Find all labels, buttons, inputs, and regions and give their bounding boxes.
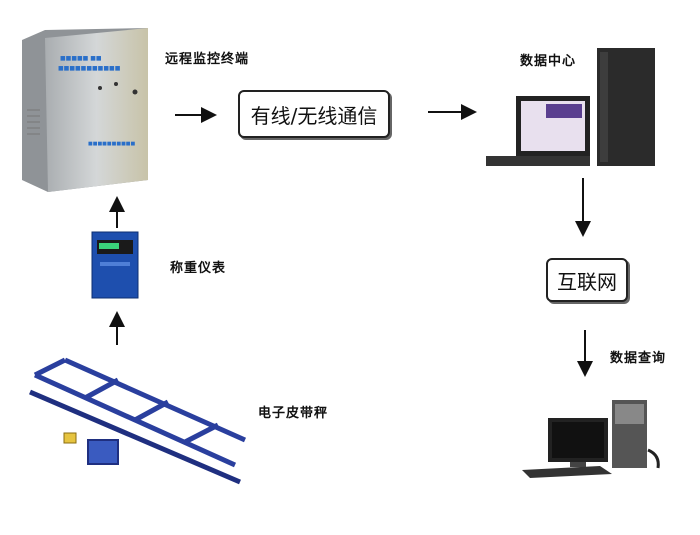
svg-text:■■■■■■■■■■: ■■■■■■■■■■ <box>88 141 136 147</box>
communication-box: 有线/无线通信 <box>238 90 390 138</box>
internet-box: 互联网 <box>546 258 628 302</box>
remote-terminal-cabinet-icon: ■■■■■ ■■ ■■■■■■■■■■■ ■■■■■■■■■■ <box>22 28 148 192</box>
data-query-label: 数据查询 <box>610 351 667 366</box>
data-center-computer-icon <box>486 48 655 166</box>
data-center-label: 数据中心 <box>520 54 577 69</box>
svg-text:■■■■■ ■■: ■■■■■ ■■ <box>60 55 102 62</box>
weighing-instrument-label: 称重仪表 <box>170 261 227 276</box>
query-computer-icon <box>522 400 660 478</box>
weighing-instrument-icon <box>91 231 139 299</box>
belt-scale-label: 电子皮带秤 <box>258 406 329 421</box>
remote-terminal-label: 远程监控终端 <box>165 52 250 67</box>
belt-scale-icon <box>29 357 247 485</box>
svg-text:■■■■■■■■■■■: ■■■■■■■■■■■ <box>58 65 121 72</box>
